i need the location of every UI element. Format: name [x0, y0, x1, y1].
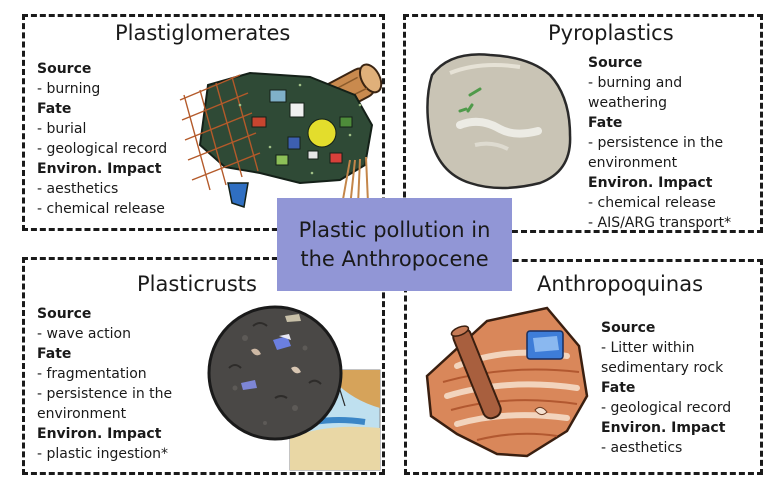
fate-line: environment [37, 406, 127, 422]
fate-heading: Fate [37, 346, 72, 362]
plasticrust-rock-with-beach-illustration [207, 305, 381, 471]
source-heading: Source [588, 55, 643, 71]
fate-line: environment [588, 155, 678, 171]
panel-plastiglomerates: Plastiglomerates Source - burning Fate -… [22, 14, 385, 231]
impact-heading: Environ. Impact [588, 175, 713, 191]
fate-line: - geological record [601, 400, 732, 416]
panel-title: Plastiglomerates [115, 21, 291, 45]
source-line: sedimentary rock [601, 360, 724, 376]
impact-line: - aesthetics [37, 181, 119, 197]
fate-line: - persistence in the [588, 135, 724, 151]
panel-anthropoquinas: Anthropoquinas Source - Litter within se… [404, 259, 763, 475]
source-line: - wave action [37, 326, 131, 342]
panel-title: Pyroplastics [548, 21, 674, 45]
source-heading: Source [601, 320, 656, 336]
impact-line: - chemical release [37, 201, 165, 217]
fate-line: - fragmentation [37, 366, 147, 382]
fate-heading: Fate [588, 115, 623, 131]
impact-heading: Environ. Impact [37, 426, 162, 442]
impact-line: - AIS/ARG transport* [588, 215, 732, 231]
central-title: Plastic pollution in the Anthropocene [298, 217, 491, 271]
fate-heading: Fate [601, 380, 636, 396]
source-line: - burning and [588, 75, 683, 91]
source-line: weathering [588, 95, 668, 111]
impact-heading: Environ. Impact [37, 161, 162, 177]
source-line: - burning [37, 81, 101, 97]
panel-info: Source - burning Fate - burial - geologi… [37, 59, 167, 219]
anthropoquina-rock-illustration [425, 306, 589, 458]
source-line: - Litter within [601, 340, 695, 356]
fate-line: - burial [37, 121, 87, 137]
source-heading: Source [37, 61, 92, 77]
panel-title: Anthropoquinas [537, 272, 704, 296]
panel-info: Source - wave action Fate - fragmentatio… [37, 304, 172, 464]
panel-title: Plasticrusts [137, 272, 257, 296]
fate-heading: Fate [37, 101, 72, 117]
impact-heading: Environ. Impact [601, 420, 726, 436]
plastiglomerate-rock-illustration [179, 63, 383, 208]
impact-line: - chemical release [588, 195, 716, 211]
panel-pyroplastics: Pyroplastics Source - burning and weathe… [403, 14, 763, 233]
pyroplastic-stone-illustration [426, 53, 572, 190]
impact-line: - aesthetics [601, 440, 683, 456]
impact-line: - plastic ingestion* [37, 446, 169, 462]
panel-info: Source - burning and weathering Fate - p… [588, 53, 731, 233]
source-heading: Source [37, 306, 92, 322]
central-title-box: Plastic pollution in the Anthropocene [277, 198, 512, 291]
fate-line: - persistence in the [37, 386, 173, 402]
panel-plasticrusts: Plasticrusts Source - wave action Fate -… [22, 257, 385, 475]
fate-line: - geological record [37, 141, 168, 157]
panel-info: Source - Litter within sedimentary rock … [601, 318, 731, 458]
